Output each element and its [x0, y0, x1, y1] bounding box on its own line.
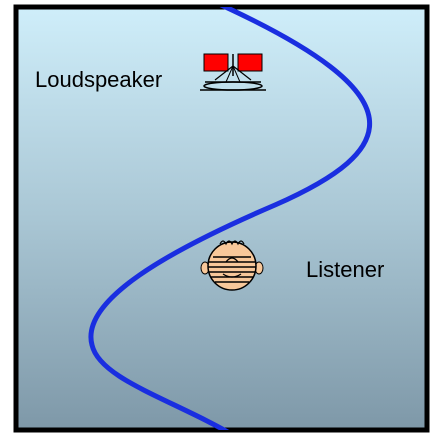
room-box	[13, 4, 430, 433]
listener-head-icon	[200, 240, 264, 291]
listener-label: Listener	[306, 257, 385, 282]
loudspeaker-icon	[200, 53, 266, 91]
loudspeaker-label: Loudspeaker	[35, 67, 163, 92]
sound-wave-curve	[88, 7, 373, 430]
